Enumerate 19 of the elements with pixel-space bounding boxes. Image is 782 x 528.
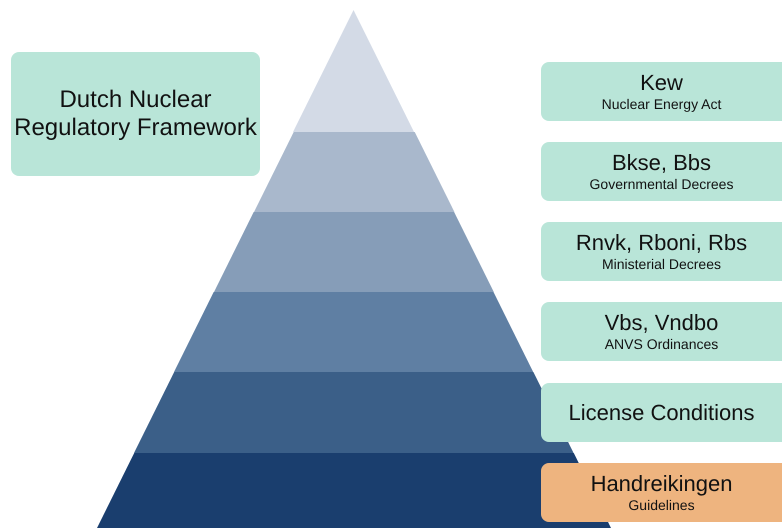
box-subtitle: Governmental Decrees xyxy=(590,176,734,193)
box-title: Bkse, Bbs xyxy=(612,150,712,176)
label-box xyxy=(541,222,782,281)
box-title: Vbs, Vndbo xyxy=(604,310,718,336)
label-box xyxy=(541,463,782,522)
label-box xyxy=(541,62,782,121)
box-title: Kew xyxy=(640,70,683,96)
box-title: Rnvk, Rboni, Rbs xyxy=(576,230,748,256)
box-subtitle: Nuclear Energy Act xyxy=(602,96,722,113)
box-title: License Conditions xyxy=(568,400,754,426)
label-box xyxy=(541,142,782,201)
label-box xyxy=(541,383,782,442)
title-box xyxy=(11,52,260,176)
box-subtitle: Ministerial Decrees xyxy=(602,256,722,273)
box-subtitle: Guidelines xyxy=(628,496,695,514)
title-text: Dutch Nuclear Regulatory Framework xyxy=(13,86,258,142)
box-title: Handreikingen xyxy=(590,471,732,497)
label-box xyxy=(541,302,782,361)
box-subtitle: ANVS Ordinances xyxy=(604,336,718,353)
